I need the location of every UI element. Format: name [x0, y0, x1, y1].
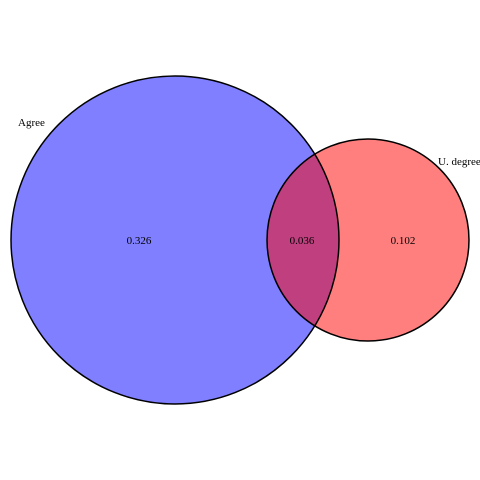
region-value-intersection: 0.036: [290, 235, 315, 247]
region-value-degree-only: 0.102: [391, 235, 416, 247]
region-value-agree-only: 0.326: [127, 235, 152, 247]
set-agree-outline: [10, 75, 340, 405]
set-label-agree: Agree: [18, 117, 45, 129]
set-degree-outline: [266, 138, 470, 342]
set-agree-circle: [11, 76, 339, 404]
set-degree-circle: [267, 139, 469, 341]
set-label-degree: U. degree: [438, 156, 480, 168]
